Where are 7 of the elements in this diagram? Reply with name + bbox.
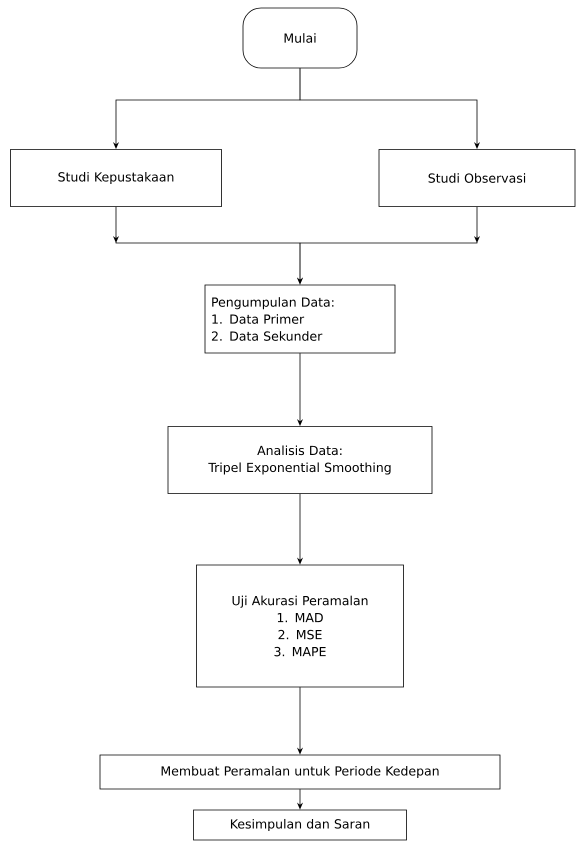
process-box: Studi Observasi <box>378 149 576 207</box>
process-box: Pengumpulan Data: 1. Data Primer 2. Data Sekunder <box>204 284 396 354</box>
process-box: Analisis Data: Tripel Exponential Smoothing <box>168 426 432 494</box>
process-box: Uji Akurasi Peramalan 1. MAD 2. MSE 3. MAPE <box>196 564 404 688</box>
process-box: Kesimpulan dan Saran <box>193 810 407 840</box>
process-box: Membuat Peramalan untuk Periode Kedepan <box>100 754 500 790</box>
process-box: Studi Kepustakaan <box>10 149 222 207</box>
